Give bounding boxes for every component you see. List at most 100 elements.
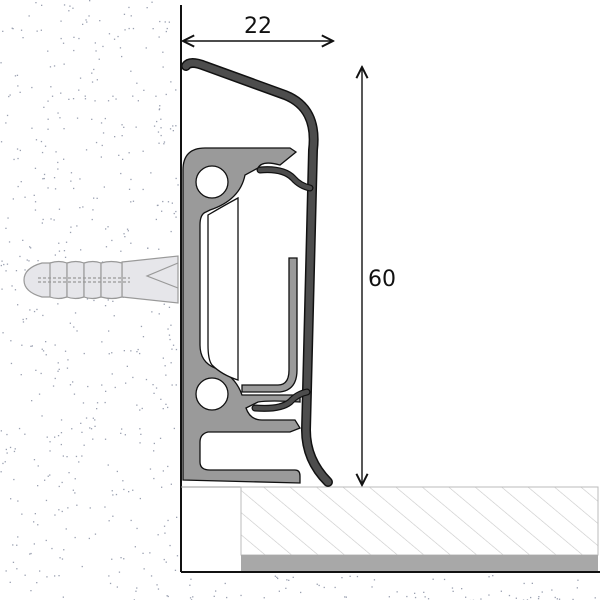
speckle-dot [21, 513, 23, 515]
speckle-dot [40, 372, 42, 375]
speckle-dot [24, 196, 26, 198]
speckle-dot [35, 2, 37, 4]
speckle-dot [163, 141, 166, 143]
speckle-dot [54, 575, 56, 577]
speckle-dot [43, 106, 45, 108]
speckle-dot [74, 312, 77, 314]
speckle-dot [128, 152, 130, 154]
speckle-dot [42, 314, 44, 317]
speckle-dot [508, 594, 511, 597]
speckle-dot [43, 177, 45, 180]
speckle-dot [47, 475, 49, 477]
speckle-dot [169, 338, 171, 341]
speckle-dot [45, 539, 47, 542]
speckle-dot [130, 350, 132, 352]
speckle-dot [130, 70, 132, 72]
speckle-dot [59, 117, 61, 119]
speckle-dot [150, 575, 153, 577]
speckle-dot [0, 141, 3, 143]
speckle-dot [79, 207, 81, 209]
speckle-dot [94, 100, 96, 102]
speckle-dot [111, 490, 113, 492]
speckle-dot [57, 112, 59, 114]
speckle-dot [108, 330, 110, 332]
speckle-dot [9, 94, 11, 96]
speckle-dot [122, 480, 124, 482]
speckle-dot [104, 401, 106, 404]
speckle-dot [108, 520, 110, 522]
speckle-dot [170, 81, 172, 83]
speckle-dot [13, 450, 16, 453]
speckle-dot [16, 568, 18, 570]
speckle-dot [424, 596, 426, 598]
speckle-dot [167, 328, 169, 330]
speckle-dot [274, 575, 276, 577]
speckle-dot [135, 126, 137, 128]
speckle-dot [43, 173, 46, 176]
speckle-dot [33, 194, 35, 196]
speckle-dot [173, 427, 175, 430]
speckle-dot [61, 481, 63, 484]
speckle-dot [93, 299, 95, 302]
speckle-dot [130, 15, 132, 17]
speckle-dot [123, 126, 125, 128]
speckle-dot [11, 27, 13, 29]
speckle-dot [44, 479, 46, 481]
base-profile [182, 147, 301, 484]
speckle-dot [531, 582, 533, 584]
speckle-dot [60, 419, 63, 421]
speckle-dot [145, 47, 147, 49]
speckle-dot [16, 74, 19, 76]
speckle-dot [59, 557, 61, 559]
speckle-dot [45, 499, 48, 502]
speckle-dot [9, 581, 11, 583]
speckle-dot [47, 50, 49, 52]
speckle-dot [17, 304, 19, 306]
speckle-dot [286, 579, 288, 581]
speckle-dot [107, 299, 109, 301]
speckle-dot [190, 578, 192, 580]
speckle-dot [556, 598, 558, 600]
speckle-dot [19, 91, 21, 93]
speckle-dot [156, 584, 158, 586]
speckle-dot [51, 95, 54, 97]
speckle-dot [149, 468, 152, 470]
speckle-dot [160, 118, 162, 120]
speckle-dot [108, 575, 110, 577]
speckle-dot [66, 456, 68, 458]
speckle-dot [130, 201, 132, 203]
speckle-dot [576, 587, 578, 589]
speckle-dot [94, 425, 96, 427]
speckle-dot [8, 241, 11, 243]
speckle-dot [69, 322, 71, 324]
speckle-dot [41, 222, 43, 224]
speckle-dot [104, 305, 107, 307]
speckle-dot [142, 150, 144, 152]
speckle-dot [85, 19, 87, 21]
wall-plug-dowel [23, 255, 179, 304]
speckle-dot [14, 289, 17, 291]
speckle-dot [62, 596, 64, 598]
speckle-dot [116, 470, 118, 473]
speckle-dot [73, 393, 76, 395]
speckle-dot [112, 300, 114, 302]
speckle-dot [153, 392, 155, 394]
speckle-dot [136, 527, 138, 530]
speckle-dot [20, 374, 22, 376]
speckle-dot [28, 15, 30, 17]
speckle-dot [136, 587, 138, 589]
speckle-dot [139, 352, 141, 355]
speckle-dot [72, 7, 74, 9]
speckle-dot [345, 596, 347, 598]
speckle-dot [74, 492, 76, 494]
speckle-dot [57, 161, 59, 164]
speckle-dot [120, 432, 122, 434]
speckle-dot [16, 544, 18, 546]
speckle-dot [406, 595, 408, 598]
speckle-dot [20, 181, 22, 183]
speckle-dot [155, 218, 157, 221]
speckle-dot [19, 255, 21, 258]
speckle-dot [22, 37, 24, 39]
speckle-dot [172, 130, 174, 132]
speckle-dot [554, 596, 556, 599]
